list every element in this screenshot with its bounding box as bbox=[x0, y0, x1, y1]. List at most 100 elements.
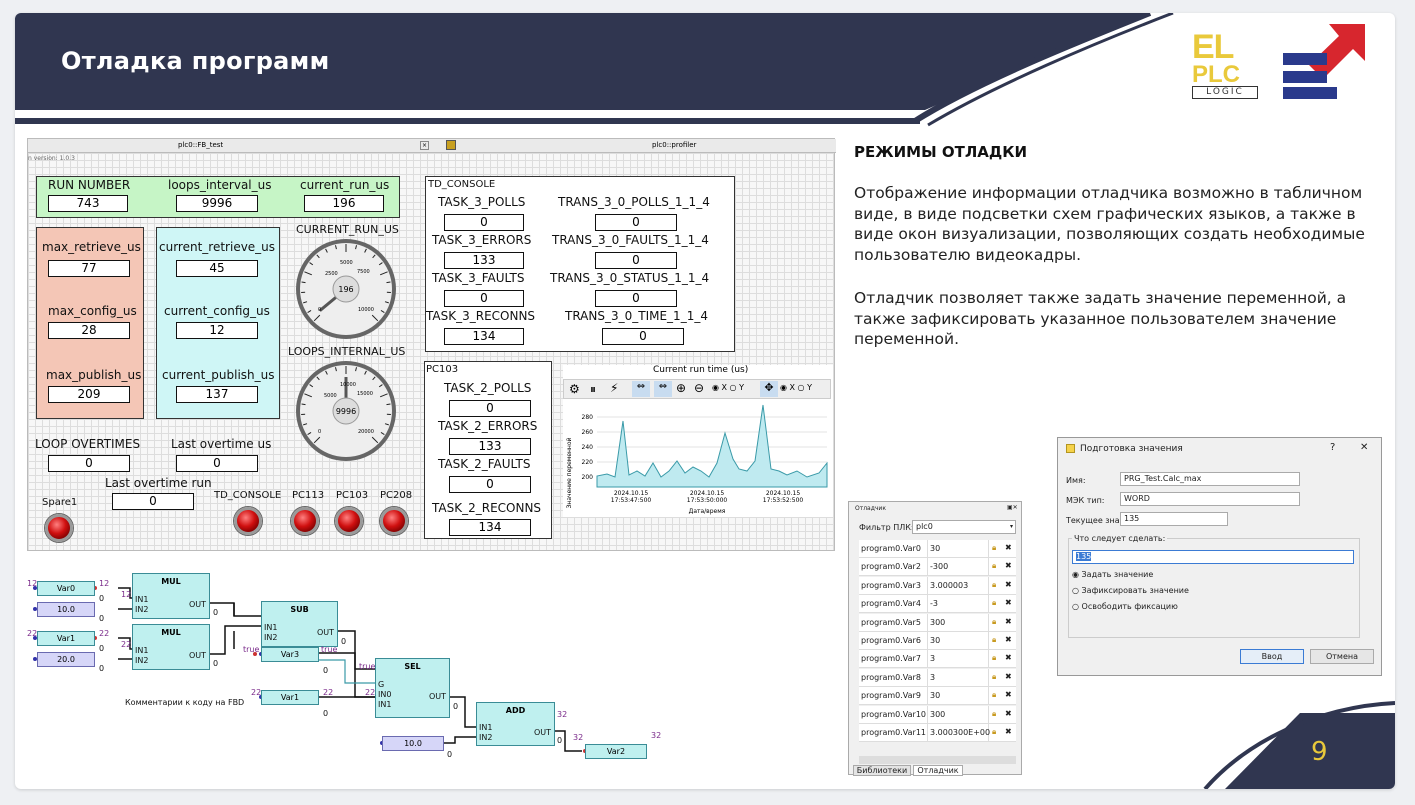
new-value-input[interactable]: 135 bbox=[1072, 550, 1354, 564]
fbd-var-var1[interactable]: Var1 bbox=[37, 631, 95, 646]
settings-icon[interactable]: ⚙ bbox=[569, 382, 580, 396]
fbd-var-var3[interactable]: Var3 bbox=[261, 647, 319, 662]
logo-logic-text: LOGIC bbox=[1192, 86, 1258, 99]
scale-x-icon[interactable]: ⇔ bbox=[632, 381, 650, 397]
debugger-row[interactable]: program0.Var2-300🔒︎✖ bbox=[859, 558, 1016, 577]
remove-icon[interactable]: ✖ bbox=[1005, 561, 1012, 571]
option-set-radio[interactable]: ◉ Задать значение bbox=[1072, 570, 1154, 579]
fbd-block-mul[interactable]: MUL IN1 IN2 OUT bbox=[132, 624, 210, 670]
fbd-var-var2[interactable]: Var2 bbox=[585, 744, 647, 759]
variable-value[interactable]: 300 bbox=[927, 705, 989, 723]
lock-icon[interactable]: 🔒︎ bbox=[992, 561, 997, 571]
lock-icon[interactable]: 🔒︎ bbox=[992, 690, 997, 700]
fbd-block-mul[interactable]: MUL IN1 IN2 OUT bbox=[132, 573, 210, 619]
lock-icon[interactable]: 🔒︎ bbox=[992, 635, 997, 644]
pan-axis-radio[interactable]: ◉ X ○ Y bbox=[780, 383, 812, 392]
variable-value[interactable]: 30 bbox=[927, 687, 989, 705]
variable-value[interactable]: 30 bbox=[927, 632, 989, 649]
variable-value[interactable]: 3.000300E+00 bbox=[927, 724, 990, 741]
lock-icon[interactable]: 🔒︎ bbox=[992, 543, 997, 552]
fbd-var-var1[interactable]: Var1 bbox=[261, 690, 319, 705]
zoom-in-icon[interactable]: ⊕ bbox=[676, 381, 687, 395]
option-force-radio[interactable]: ○ Зафиксировать значение bbox=[1072, 586, 1189, 595]
variable-value[interactable]: 3 bbox=[927, 650, 989, 668]
wire-value: 22 bbox=[121, 640, 132, 649]
lock-icon[interactable]: 🔒︎ bbox=[992, 598, 997, 608]
name-field[interactable]: PRG_Test.Calc_max bbox=[1120, 472, 1300, 486]
fbd-block-sel[interactable]: SEL G IN0 IN1 OUT bbox=[375, 658, 450, 718]
filter-select[interactable]: plc0▾ bbox=[912, 520, 1016, 534]
remove-icon[interactable]: ✖ bbox=[1005, 543, 1012, 552]
last-overtime-label: Last overtime us bbox=[171, 437, 272, 451]
ok-button[interactable]: Ввод bbox=[1240, 649, 1304, 664]
remove-icon[interactable]: ✖ bbox=[1005, 690, 1012, 700]
pc103-title: PC103 bbox=[426, 364, 459, 375]
lock-icon[interactable]: 🔒︎ bbox=[992, 616, 997, 626]
zoom-axis-radio[interactable]: ◉ X ○ Y bbox=[712, 383, 744, 392]
remove-icon[interactable]: ✖ bbox=[1005, 598, 1012, 608]
window1-close-icon[interactable]: × bbox=[420, 141, 429, 150]
fbd-block-add[interactable]: ADD IN1 IN2 OUT bbox=[476, 702, 555, 746]
gauge-tick-mark bbox=[364, 248, 367, 253]
last-overtime-value: 0 bbox=[176, 455, 258, 472]
fbd-const[interactable]: 10.0 bbox=[382, 736, 444, 751]
wire-value: 0 bbox=[99, 644, 105, 653]
remove-icon[interactable]: ✖ bbox=[1005, 635, 1012, 644]
lock-icon[interactable]: 🔒︎ bbox=[992, 708, 997, 718]
remove-icon[interactable]: ✖ bbox=[1005, 616, 1012, 626]
help-button[interactable]: ? bbox=[1330, 442, 1336, 453]
variable-value[interactable]: 3.000003 bbox=[927, 576, 989, 594]
lock-icon[interactable]: 🔒︎ bbox=[992, 727, 997, 736]
lightning-icon[interactable]: ⚡ bbox=[610, 381, 619, 395]
current-value-field[interactable]: 135 bbox=[1120, 512, 1228, 526]
zoom-out-icon[interactable]: ⊖ bbox=[694, 381, 705, 395]
tab-libraries[interactable]: Библиотеки bbox=[853, 765, 911, 776]
gauge-tick-mark bbox=[301, 281, 306, 284]
lock-icon[interactable]: 🔒︎ bbox=[992, 671, 997, 681]
remove-icon[interactable]: ✖ bbox=[1005, 579, 1012, 589]
type-field[interactable]: WORD bbox=[1120, 492, 1300, 506]
fbd-block-sub[interactable]: SUB IN1 IN2 OUT bbox=[261, 601, 338, 647]
lock-icon[interactable]: 🔒︎ bbox=[992, 653, 997, 663]
wire-value: 0 bbox=[213, 659, 219, 668]
debugger-row[interactable]: program0.Var4-3🔒︎✖ bbox=[859, 595, 1016, 614]
remove-icon[interactable]: ✖ bbox=[1005, 708, 1012, 718]
variable-value[interactable]: 30 bbox=[927, 540, 989, 557]
lock-icon[interactable]: 🔒︎ bbox=[992, 579, 997, 589]
fbd-var-var0[interactable]: Var0 bbox=[37, 581, 95, 596]
option-release-radio[interactable]: ○ Освободить фиксацию bbox=[1072, 602, 1178, 611]
remove-icon[interactable]: ✖ bbox=[1005, 727, 1012, 736]
cancel-button[interactable]: Отмена bbox=[1310, 649, 1374, 664]
trend-ytick: 220 bbox=[582, 459, 594, 466]
pan-icon[interactable]: ✥ bbox=[760, 381, 778, 397]
gauge-tick-mark bbox=[379, 393, 388, 398]
fbd-const[interactable]: 20.0 bbox=[37, 652, 95, 667]
scale-y-icon[interactable]: ⇔ bbox=[654, 381, 672, 397]
led-pc103-label: PC103 bbox=[336, 490, 369, 501]
tab-debugger[interactable]: Отладчик bbox=[913, 765, 963, 776]
debugger-close-icon[interactable]: ▣✕ bbox=[1007, 504, 1018, 511]
fbd-const[interactable]: 10.0 bbox=[37, 602, 95, 617]
trend-ytick: 200 bbox=[582, 474, 594, 481]
variable-value[interactable]: 3 bbox=[927, 668, 989, 686]
td-item-value: 0 bbox=[595, 214, 677, 231]
remove-icon[interactable]: ✖ bbox=[1005, 653, 1012, 663]
pause-icon[interactable]: ⏸ bbox=[590, 382, 597, 396]
variable-value[interactable]: -3 bbox=[927, 595, 989, 613]
horizontal-scrollbar[interactable] bbox=[859, 756, 1016, 764]
dialog-close-button[interactable]: ✕ bbox=[1360, 442, 1369, 453]
remove-icon[interactable]: ✖ bbox=[1005, 671, 1012, 681]
current-value-label: Текущее знач bbox=[1066, 516, 1125, 525]
variable-value[interactable]: 300 bbox=[927, 613, 989, 631]
wire-value: 0 bbox=[447, 750, 453, 759]
variable-value[interactable]: -300 bbox=[927, 558, 989, 576]
